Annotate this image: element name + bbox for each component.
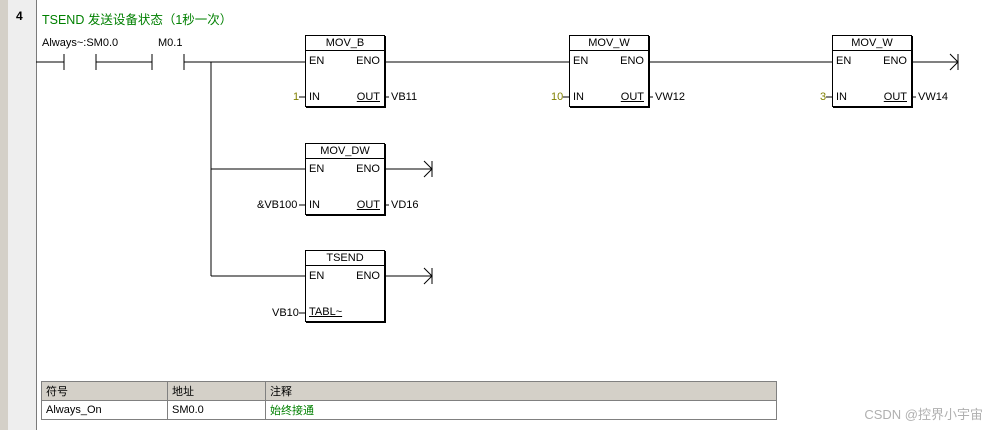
- tsend-tabl-value[interactable]: VB10: [272, 307, 299, 319]
- mov-w-2-in-value[interactable]: 3: [820, 91, 827, 103]
- header-symbol: 符号: [41, 381, 168, 401]
- block-name: TSEND: [326, 252, 364, 264]
- out-pin: OUT: [620, 91, 644, 103]
- mov-w-1-in-value[interactable]: 10: [551, 91, 564, 103]
- mov-dw-block[interactable]: MOV_DW EN ENO IN OUT: [305, 143, 385, 215]
- en-pin: EN: [836, 55, 852, 67]
- tabl-pin: TABL~: [309, 306, 343, 318]
- cell-address[interactable]: SM0.0: [167, 400, 266, 420]
- mov-b-block[interactable]: MOV_B EN ENO IN OUT: [305, 35, 385, 107]
- contact-always-on-label[interactable]: Always~:SM0.0: [42, 37, 119, 49]
- block-name: MOV_DW: [320, 145, 370, 157]
- symbol-table: 符号 地址 注释 Always_On SM0.0 始终接通: [41, 381, 777, 420]
- eno-pin: ENO: [883, 55, 907, 67]
- eno-pin: ENO: [620, 55, 644, 67]
- watermark: CSDN @控界小宇宙: [864, 407, 983, 422]
- rung-number-column: 4: [8, 0, 37, 430]
- en-pin: EN: [309, 163, 325, 175]
- in-pin: IN: [836, 91, 847, 103]
- block-divider: [570, 50, 648, 51]
- header-address: 地址: [167, 381, 266, 401]
- in-pin: IN: [309, 91, 320, 103]
- block-name: MOV_W: [851, 37, 893, 49]
- block-divider: [306, 50, 384, 51]
- mov-w-1-out-value[interactable]: VW12: [655, 91, 685, 103]
- in-pin: IN: [573, 91, 584, 103]
- mov-b-out-value[interactable]: VB11: [391, 91, 418, 103]
- mov-b-in-value[interactable]: 1: [293, 91, 300, 103]
- tsend-block[interactable]: TSEND EN ENO TABL~: [305, 250, 385, 322]
- eno-pin: ENO: [356, 270, 380, 282]
- cell-comment[interactable]: 始终接通: [265, 400, 777, 420]
- contact-m0-1-label[interactable]: M0.1: [158, 37, 183, 49]
- block-name: MOV_W: [588, 37, 630, 49]
- cell-symbol[interactable]: Always_On: [41, 400, 168, 420]
- mov-w-block-1[interactable]: MOV_W EN ENO IN OUT: [569, 35, 649, 107]
- rung-title[interactable]: TSEND 发送设备状态（1秒一次）: [42, 13, 233, 27]
- block-divider: [306, 265, 384, 266]
- block-divider: [833, 50, 911, 51]
- table-row[interactable]: Always_On SM0.0 始终接通: [41, 400, 777, 420]
- mov-dw-in-value[interactable]: &VB100: [257, 199, 298, 211]
- out-pin: OUT: [883, 91, 907, 103]
- block-divider: [306, 158, 384, 159]
- eno-pin: ENO: [356, 163, 380, 175]
- en-pin: EN: [573, 55, 589, 67]
- en-pin: EN: [309, 55, 325, 67]
- mov-w-block-2[interactable]: MOV_W EN ENO IN OUT: [832, 35, 912, 107]
- rung-number: 4: [16, 9, 23, 23]
- in-pin: IN: [309, 199, 320, 211]
- symbol-table-header: 符号 地址 注释: [41, 381, 777, 401]
- out-pin: OUT: [356, 199, 380, 211]
- mov-w-2-out-value[interactable]: VW14: [918, 91, 948, 103]
- mov-dw-out-value[interactable]: VD16: [391, 199, 419, 211]
- en-pin: EN: [309, 270, 325, 282]
- out-pin: OUT: [356, 91, 380, 103]
- eno-pin: ENO: [356, 55, 380, 67]
- block-name: MOV_B: [325, 37, 365, 49]
- header-comment: 注释: [265, 381, 777, 401]
